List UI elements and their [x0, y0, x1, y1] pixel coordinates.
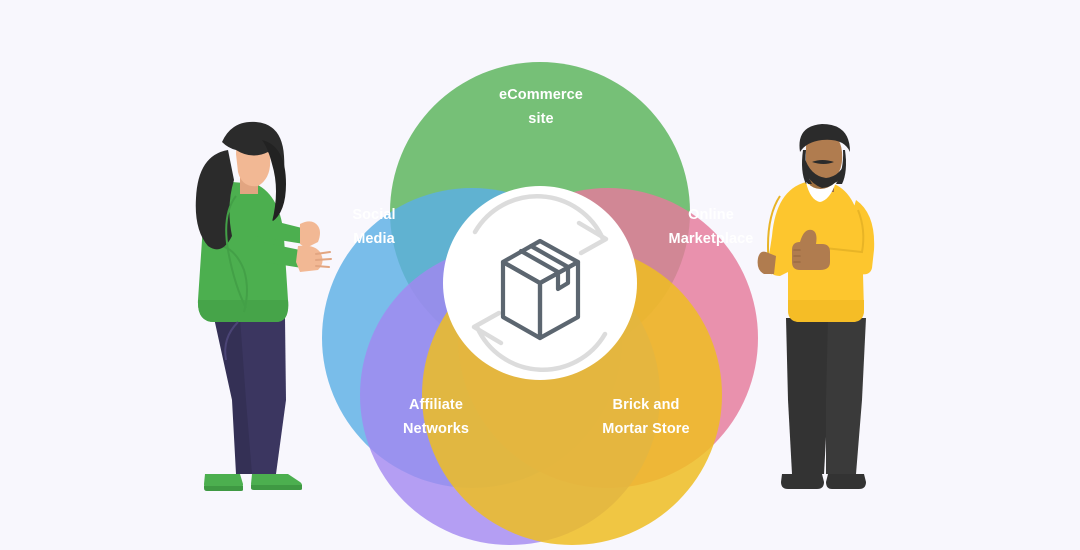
parcel-top-face: [500, 238, 581, 286]
man-thumb-finger-lines: [793, 249, 801, 263]
label-affiliate-networks-line2: Networks: [403, 421, 469, 437]
man-sweater-hem: [788, 300, 864, 322]
label-affiliate-networks-line1: Affiliate: [409, 397, 463, 413]
woman-front-leg: [240, 318, 286, 474]
parcel-tape-line-a: [518, 248, 561, 275]
man-right-leg: [826, 318, 866, 474]
cycle-arc-bottom: [474, 324, 608, 372]
man-thumbs-up-hand: [792, 229, 830, 270]
cycle-arc-top: [472, 194, 606, 242]
woman-back-hand: [300, 221, 320, 248]
man-hair: [799, 124, 850, 152]
venn-labels: eCommerce site Social Media Online Marke…: [352, 87, 753, 437]
woman-front-hand: [296, 245, 323, 272]
man-beard-right: [836, 150, 846, 184]
label-online-marketplace-line2: Marketplace: [669, 231, 754, 247]
woman-illustration: [195, 121, 332, 491]
woman-hair-front: [222, 121, 285, 200]
man-mustache: [812, 160, 834, 164]
woman-arm-contour: [225, 195, 247, 309]
man-collar: [806, 182, 836, 202]
parcel-tape-flap: [555, 264, 571, 292]
man-face: [806, 132, 843, 184]
label-ecommerce-site-line2: site: [528, 111, 553, 127]
woman-jacket-hem: [197, 300, 289, 322]
woman-back-arm-sleeve: [254, 216, 304, 244]
man-left-hand: [757, 251, 776, 274]
woman-hair-back: [195, 150, 234, 250]
package-cycle-icon: [471, 194, 609, 372]
man-left-leg: [786, 318, 828, 474]
cycle-arrowhead-bottom: [471, 310, 504, 346]
cycle-arrowhead-top: [576, 220, 609, 256]
label-social-media-line1: Social: [352, 207, 395, 223]
woman-back-shoe-sole: [204, 486, 243, 491]
woman-finger-lines: [315, 251, 332, 268]
label-ecommerce-site-line1: eCommerce: [499, 87, 583, 103]
label-social-media-line2: Media: [353, 231, 395, 247]
woman-front-arm-sleeve: [252, 240, 302, 268]
man-sleeve-seam: [805, 209, 865, 254]
man-illustration: [757, 124, 875, 489]
parcel-box-icon: [500, 238, 581, 341]
label-brick-and-mortar-line1: Brick and: [613, 397, 680, 413]
woman-front-shoe-sole: [251, 485, 302, 490]
man-beard-left: [802, 150, 812, 184]
man-left-shoe: [781, 474, 824, 489]
woman-jacket-seam: [221, 245, 248, 313]
man-beard: [803, 156, 846, 188]
man-right-shoe: [826, 474, 866, 489]
woman-pocket-line: [224, 321, 239, 361]
woman-hair-tail: [262, 140, 286, 222]
parcel-tape-line-b: [528, 243, 571, 270]
label-brick-and-mortar-line2: Mortar Store: [602, 421, 689, 437]
label-online-marketplace-line1: Online: [688, 207, 734, 223]
